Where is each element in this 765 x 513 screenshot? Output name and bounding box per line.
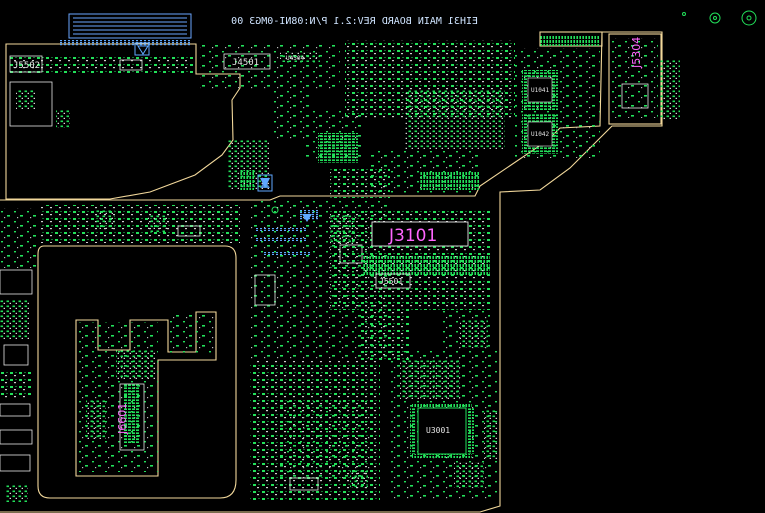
title-block: EIH31 MAIN BOARD REV:2.1 P/N:08NI-0MG3 0… — [68, 13, 478, 39]
edge-connectors-left — [0, 208, 36, 502]
label-j4501: J4501 — [232, 58, 259, 68]
label-u1041: U1041 — [531, 87, 549, 94]
esd-icon — [260, 178, 270, 188]
component-field-left-rail — [40, 205, 240, 243]
connector-labels: J3101 J5304 J6601 J5502 J4501 J5501 U300… — [13, 37, 643, 435]
label-j3101: J3101 — [388, 226, 437, 246]
label-j5304: J5304 — [630, 37, 643, 69]
warning-icon — [137, 45, 312, 222]
component-field-top-left — [8, 40, 193, 128]
component-field-top-right — [515, 36, 680, 158]
label-u3001: U3001 — [426, 426, 450, 435]
component-field-right-middle — [330, 210, 490, 360]
label-u4504: U4504 — [286, 55, 304, 62]
label-j6601: J6601 — [116, 403, 129, 435]
component-field-top-middle — [200, 40, 515, 198]
component-field-j6601 — [78, 314, 214, 472]
label-j5501: J5501 — [379, 277, 403, 286]
board-title-text: EIH31 MAIN BOARD REV:2.1 P/N:08NI-0MG3 0… — [231, 16, 478, 27]
label-j5502: J5502 — [13, 61, 40, 71]
component-field-bottom-right — [390, 350, 498, 500]
label-u1042: U1042 — [531, 131, 549, 138]
